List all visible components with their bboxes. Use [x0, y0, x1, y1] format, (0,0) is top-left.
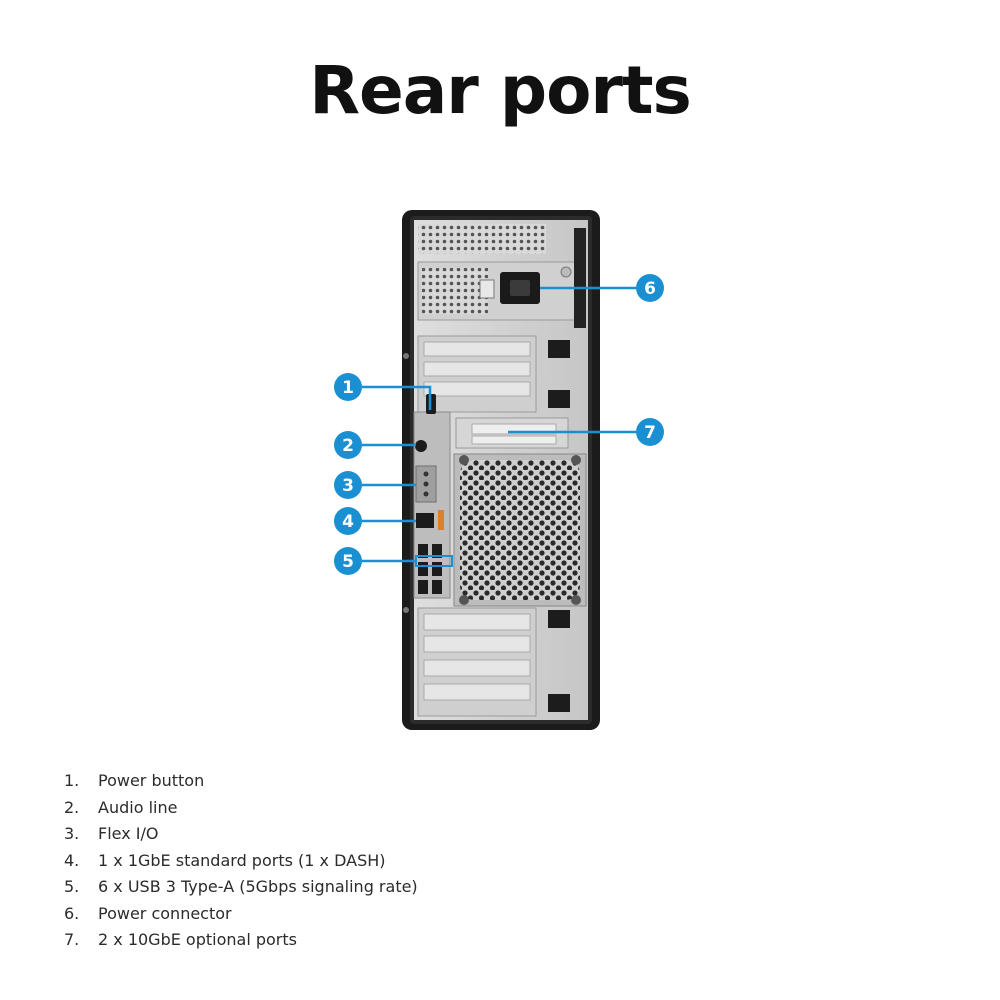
audio-line-jack	[415, 440, 427, 452]
ethernet-port	[416, 513, 434, 528]
svg-text:7: 7	[644, 423, 656, 443]
io-panel	[413, 394, 451, 599]
usb-ports	[418, 544, 442, 594]
legend-item: 4.1 x 1GbE standard ports (1 x DASH)	[64, 850, 386, 870]
callout-4: 4	[334, 507, 362, 535]
port-legend: 1.Power button 2.Audio line 3.Flex I/O 4…	[64, 768, 418, 954]
svg-text:2: 2	[342, 436, 354, 456]
callout-lines	[362, 286, 636, 567]
legend-item: 7.2 x 10GbE optional ports	[64, 930, 297, 949]
page-title: Rear ports	[309, 52, 692, 129]
legend-item: 1.Power button	[64, 771, 205, 790]
callout-2: 2	[334, 431, 362, 459]
svg-text:4: 4	[342, 512, 354, 532]
legend-item: 5.6 x USB 3 Type-A (5Gbps signaling rate…	[64, 877, 418, 896]
svg-text:5: 5	[342, 552, 354, 572]
legend-item: 6.Power connector	[64, 903, 232, 923]
svg-text:3: 3	[342, 476, 354, 496]
svg-text:6: 6	[644, 279, 656, 299]
callout-1: 1	[334, 373, 362, 401]
rear-fan	[453, 453, 587, 607]
upper-expansion-slots	[417, 335, 570, 413]
callout-3: 3	[334, 471, 362, 499]
legend-item: 3.Flex I/O	[64, 824, 159, 843]
lower-expansion-slots	[417, 607, 570, 717]
power-supply	[417, 261, 583, 321]
workstation-rear-diagram: 1 2 3 4 5 6 7	[334, 210, 664, 730]
callout-5: 5	[334, 547, 362, 575]
callout-7: 7	[636, 418, 664, 446]
callout-6: 6	[636, 274, 664, 302]
svg-text:1: 1	[342, 378, 354, 398]
psu-top-vent	[418, 224, 546, 254]
legend-item: 2.Audio line	[64, 797, 178, 817]
